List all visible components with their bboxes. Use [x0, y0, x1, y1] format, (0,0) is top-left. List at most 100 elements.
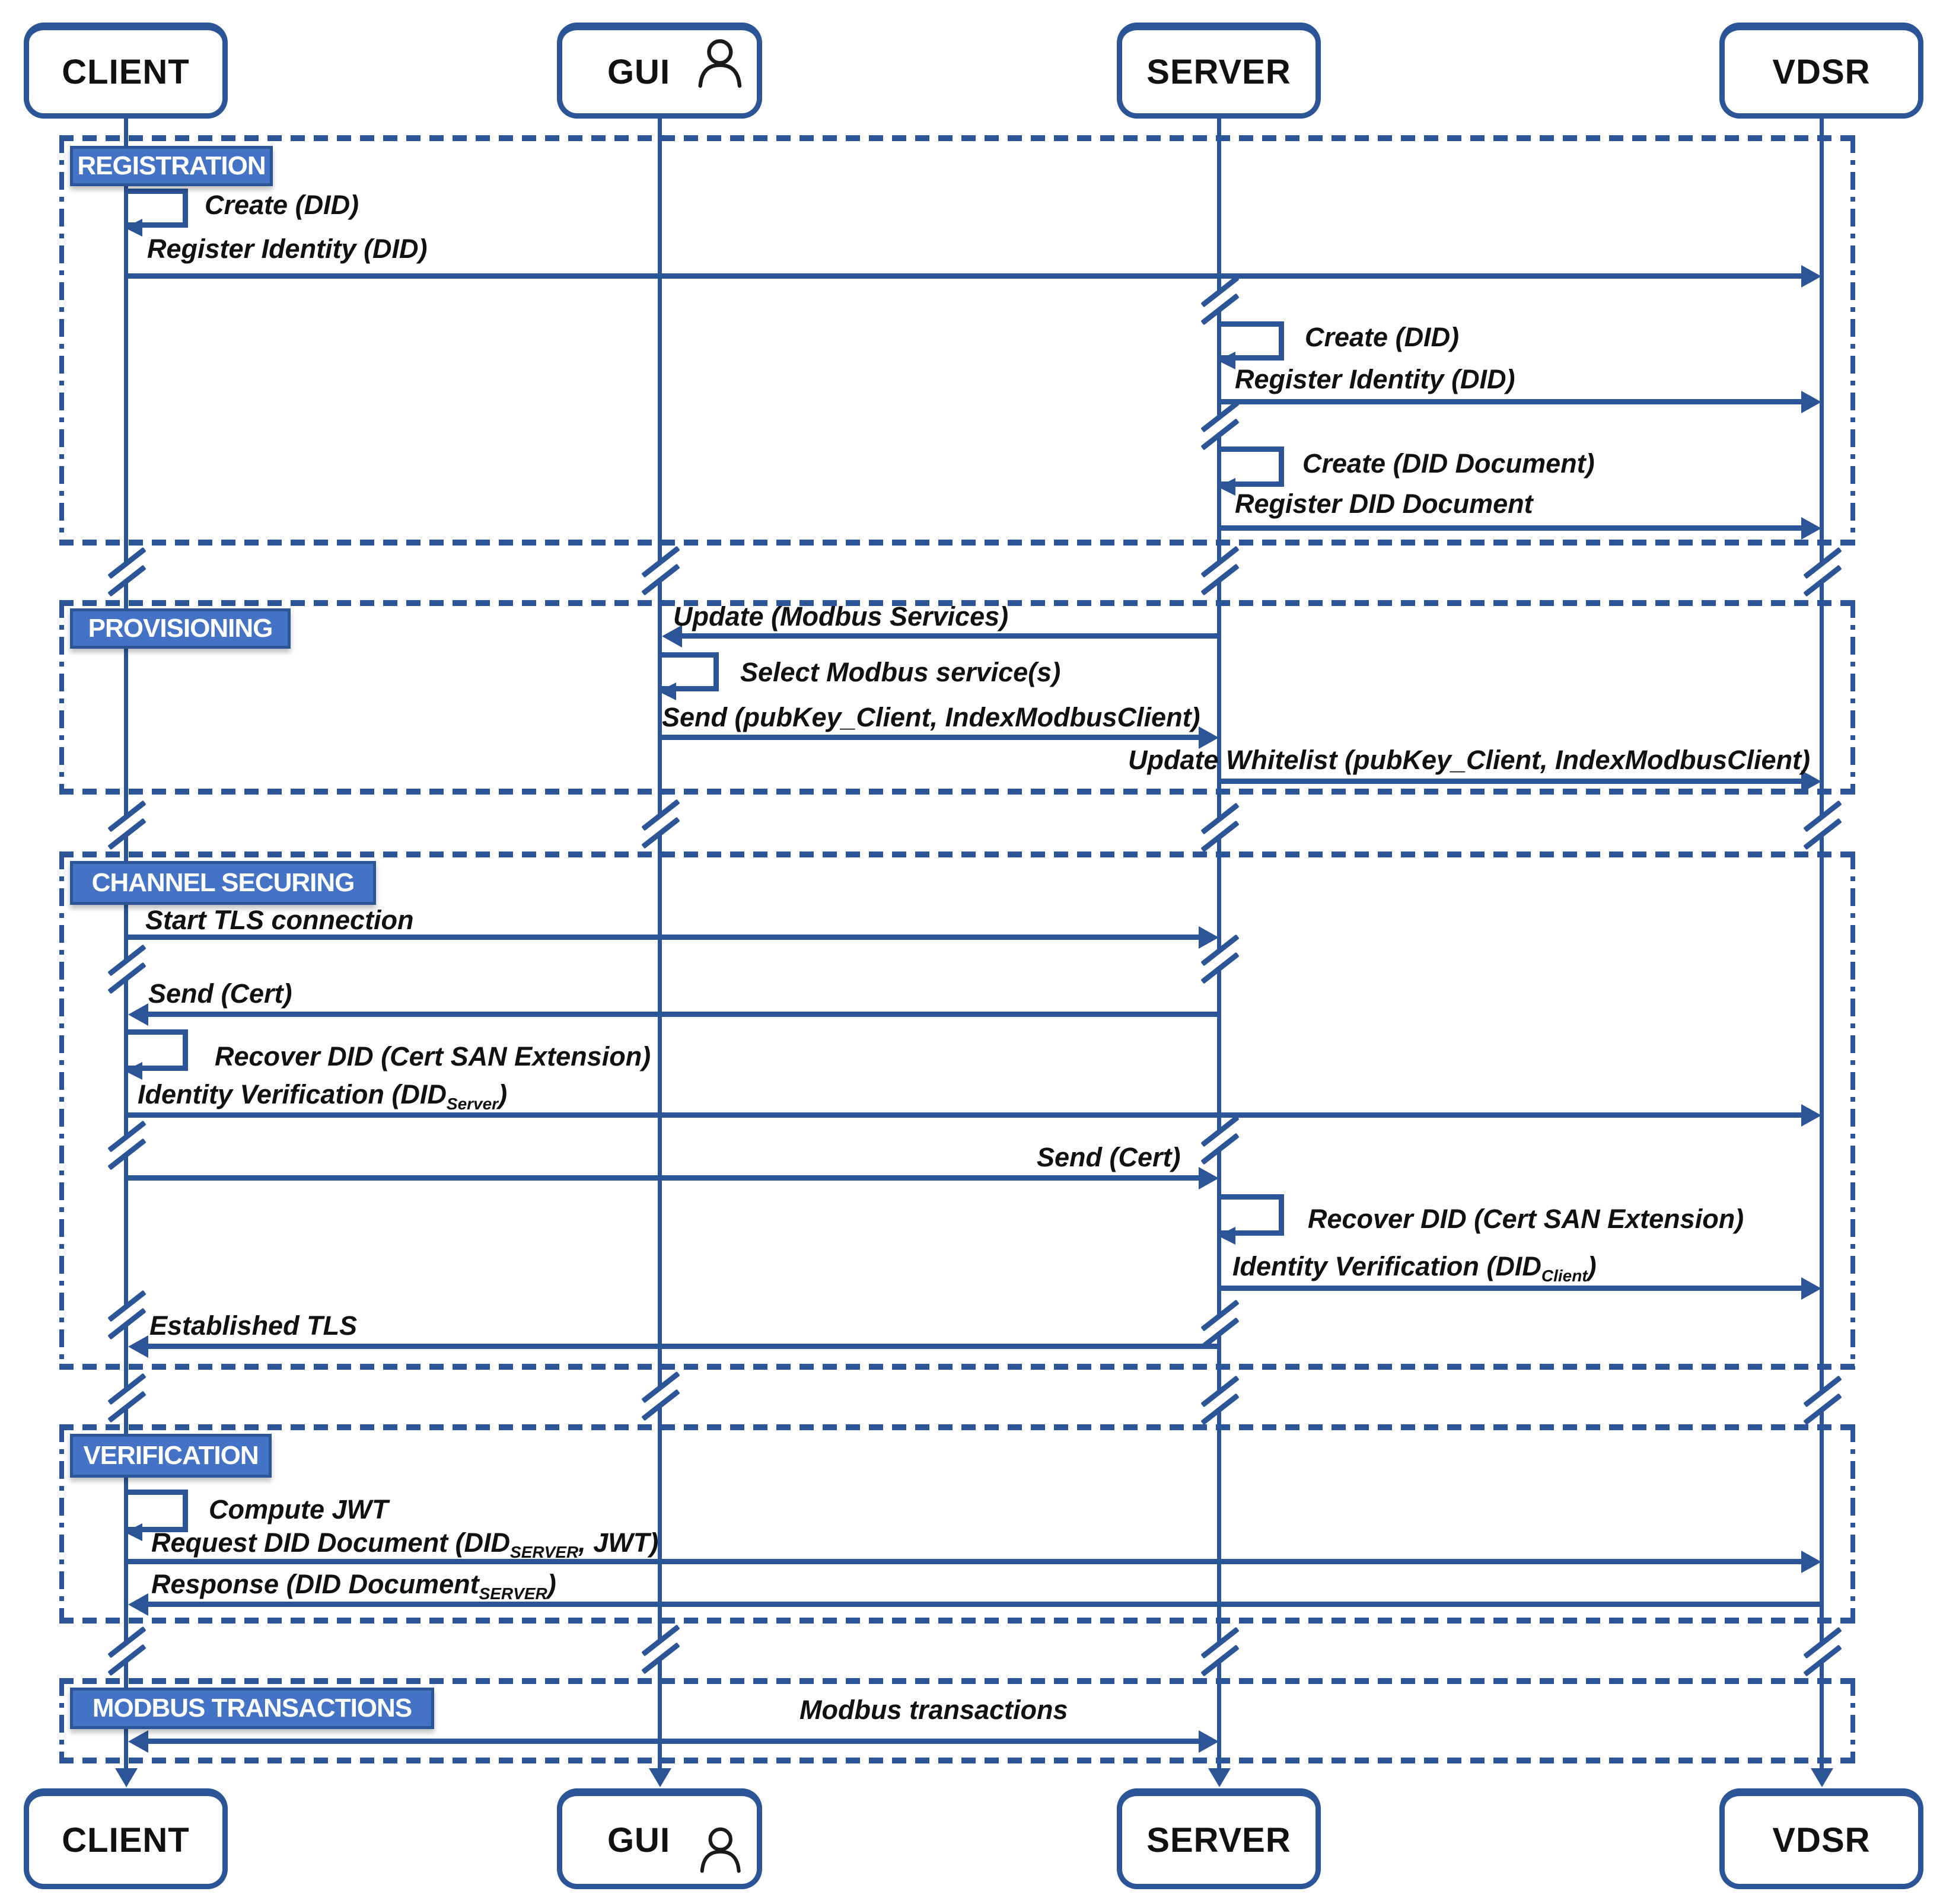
lifeline-break-client-6	[107, 1120, 146, 1171]
phase-label-provisioning-text: PROVISIONING	[88, 614, 273, 643]
person-icon	[698, 39, 742, 88]
actor-box-gui-top: GUI	[557, 23, 762, 119]
lifeline-break-server-2	[1200, 400, 1240, 451]
lifeline-break-client-5	[107, 944, 146, 994]
message-label-identity-verification-client: Identity Verification (DIDClient)	[1232, 1251, 1597, 1285]
message-label-server-recover-did: Recover DID (Cert SAN Extension)	[1308, 1204, 1744, 1234]
lifeline-vdsr	[1820, 117, 1824, 1771]
actor-label-client-bottom: CLIENT	[62, 1820, 190, 1860]
message-label-server-register-identity: Register Identity (DID)	[1235, 364, 1515, 394]
phase-label-modbus-transactions-text: MODBUS TRANSACTIONS	[92, 1693, 412, 1723]
lifeline-break-gui-9	[641, 1624, 680, 1675]
lifeline-break-vdsr-4	[1803, 800, 1842, 850]
phase-frame-provisioning	[59, 600, 1855, 795]
lifeline-break-server-9	[1200, 1626, 1240, 1677]
message-label-start-tls: Start TLS connection	[145, 905, 414, 935]
phase-label-provisioning: PROVISIONING	[70, 608, 291, 649]
arrow-update-whitelist	[1221, 779, 1801, 784]
arrow-response-did-document	[148, 1602, 1821, 1607]
message-label-send-cert-to-server: Send (Cert)	[1037, 1142, 1181, 1172]
lifeline-break-vdsr-9	[1803, 1626, 1842, 1677]
lifeline-break-server-6	[1200, 1115, 1240, 1165]
arrow-request-did-document	[128, 1559, 1801, 1564]
actor-label-client-top: CLIENT	[62, 52, 190, 91]
phase-frame-channel-securing	[59, 851, 1855, 1370]
arrow-client-register-identity	[128, 273, 1801, 279]
arrow-send-pubkey-client	[662, 735, 1199, 740]
actor-box-client-bottom: CLIENT	[24, 1788, 228, 1889]
actor-box-gui-bottom: GUI	[557, 1788, 762, 1889]
phase-label-channel-securing-text: CHANNEL SECURING	[91, 868, 355, 897]
lifeline-break-gui-4	[641, 799, 680, 849]
lifeline-end-arrow-gui	[649, 1768, 671, 1787]
actor-label-gui-top: GUI	[607, 52, 671, 91]
actor-label-server-top: SERVER	[1146, 52, 1291, 91]
self-message-compute-jwt	[125, 1490, 188, 1541]
phase-label-verification: VERIFICATION	[70, 1434, 272, 1478]
lifeline-client	[124, 117, 128, 1771]
message-label-send-cert-to-client: Send (Cert)	[148, 978, 292, 1009]
lifeline-break-vdsr-8	[1803, 1375, 1842, 1425]
lifeline-break-gui-8	[641, 1371, 680, 1421]
actor-label-vdsr-top: VDSR	[1772, 52, 1871, 91]
lifeline-break-client-3	[107, 547, 146, 597]
self-message-server-recover-did	[1218, 1194, 1284, 1245]
lifeline-break-client-4	[107, 800, 146, 850]
message-label-established-tls: Established TLS	[149, 1310, 358, 1341]
self-message-client-create-did	[125, 189, 188, 237]
message-label-client-recover-did: Recover DID (Cert SAN Extension)	[215, 1041, 651, 1071]
lifeline-end-arrow-client	[115, 1768, 138, 1787]
message-label-server-create-did-document: Create (DID Document)	[1302, 448, 1595, 479]
self-message-server-create-did	[1218, 321, 1284, 369]
message-label-server-create-did: Create (DID)	[1305, 322, 1460, 352]
actor-box-vdsr-bottom: VDSR	[1719, 1788, 1923, 1889]
phase-label-modbus-transactions: MODBUS TRANSACTIONS	[70, 1688, 434, 1729]
lifeline-break-server-3	[1200, 546, 1240, 596]
actor-label-vdsr-bottom: VDSR	[1772, 1820, 1871, 1860]
actor-box-server-bottom: SERVER	[1117, 1788, 1321, 1889]
self-message-client-recover-did	[125, 1029, 188, 1080]
phase-label-registration-text: REGISTRATION	[77, 151, 266, 180]
message-label-update-whitelist: Update Whitelist (pubKey_Client, IndexMo…	[1128, 745, 1811, 775]
actor-box-server-top: SERVER	[1117, 23, 1321, 119]
phase-label-channel-securing: CHANNEL SECURING	[70, 861, 376, 905]
arrow-start-tls	[128, 935, 1199, 940]
message-label-client-create-did: Create (DID)	[205, 190, 359, 220]
lifeline-break-client-8	[107, 1373, 146, 1423]
arrow-server-register-identity	[1221, 399, 1801, 404]
arrow-send-cert-to-client	[148, 1012, 1219, 1017]
arrow-modbus-transactions	[148, 1739, 1199, 1744]
lifeline-break-server-7	[1200, 1299, 1240, 1350]
actor-box-vdsr-top: VDSR	[1719, 23, 1923, 119]
arrow-send-cert-to-server	[128, 1175, 1199, 1181]
lifeline-end-arrow-server	[1208, 1768, 1231, 1787]
arrow-identity-verification-client	[1221, 1286, 1801, 1291]
message-label-select-modbus-services: Select Modbus service(s)	[740, 657, 1061, 687]
person-icon	[700, 1827, 741, 1873]
lifeline-break-server-4	[1200, 802, 1240, 853]
lifeline-break-client-9	[107, 1626, 146, 1676]
phase-frame-verification	[59, 1424, 1855, 1624]
lifeline-break-server-8	[1200, 1375, 1240, 1425]
message-label-send-pubkey-client: Send (pubKey_Client, IndexModbusClient)	[662, 702, 1200, 732]
phase-label-verification-text: VERIFICATION	[83, 1441, 259, 1470]
message-label-compute-jwt: Compute JWT	[209, 1494, 388, 1525]
phase-frame-modbus-transactions	[59, 1678, 1855, 1763]
lifeline-gui	[658, 117, 662, 1771]
arrow-identity-verification-server	[128, 1112, 1801, 1118]
actor-label-gui-bottom: GUI	[607, 1820, 671, 1860]
phase-frame-registration	[59, 135, 1855, 546]
actor-label-server-bottom: SERVER	[1146, 1820, 1291, 1860]
message-label-modbus-transactions: Modbus transactions	[799, 1695, 1068, 1725]
lifeline-break-client-7	[107, 1290, 146, 1340]
actor-box-client-top: CLIENT	[24, 23, 228, 119]
lifeline-server	[1217, 117, 1221, 1771]
lifeline-break-vdsr-3	[1803, 547, 1842, 597]
arrow-update-modbus-services	[682, 633, 1219, 639]
self-message-server-create-did-document	[1218, 447, 1284, 496]
lifeline-break-server-1	[1200, 275, 1240, 326]
phase-label-registration: REGISTRATION	[70, 146, 273, 186]
self-message-select-modbus-services	[658, 652, 719, 700]
arrow-server-register-did-document	[1221, 525, 1801, 531]
